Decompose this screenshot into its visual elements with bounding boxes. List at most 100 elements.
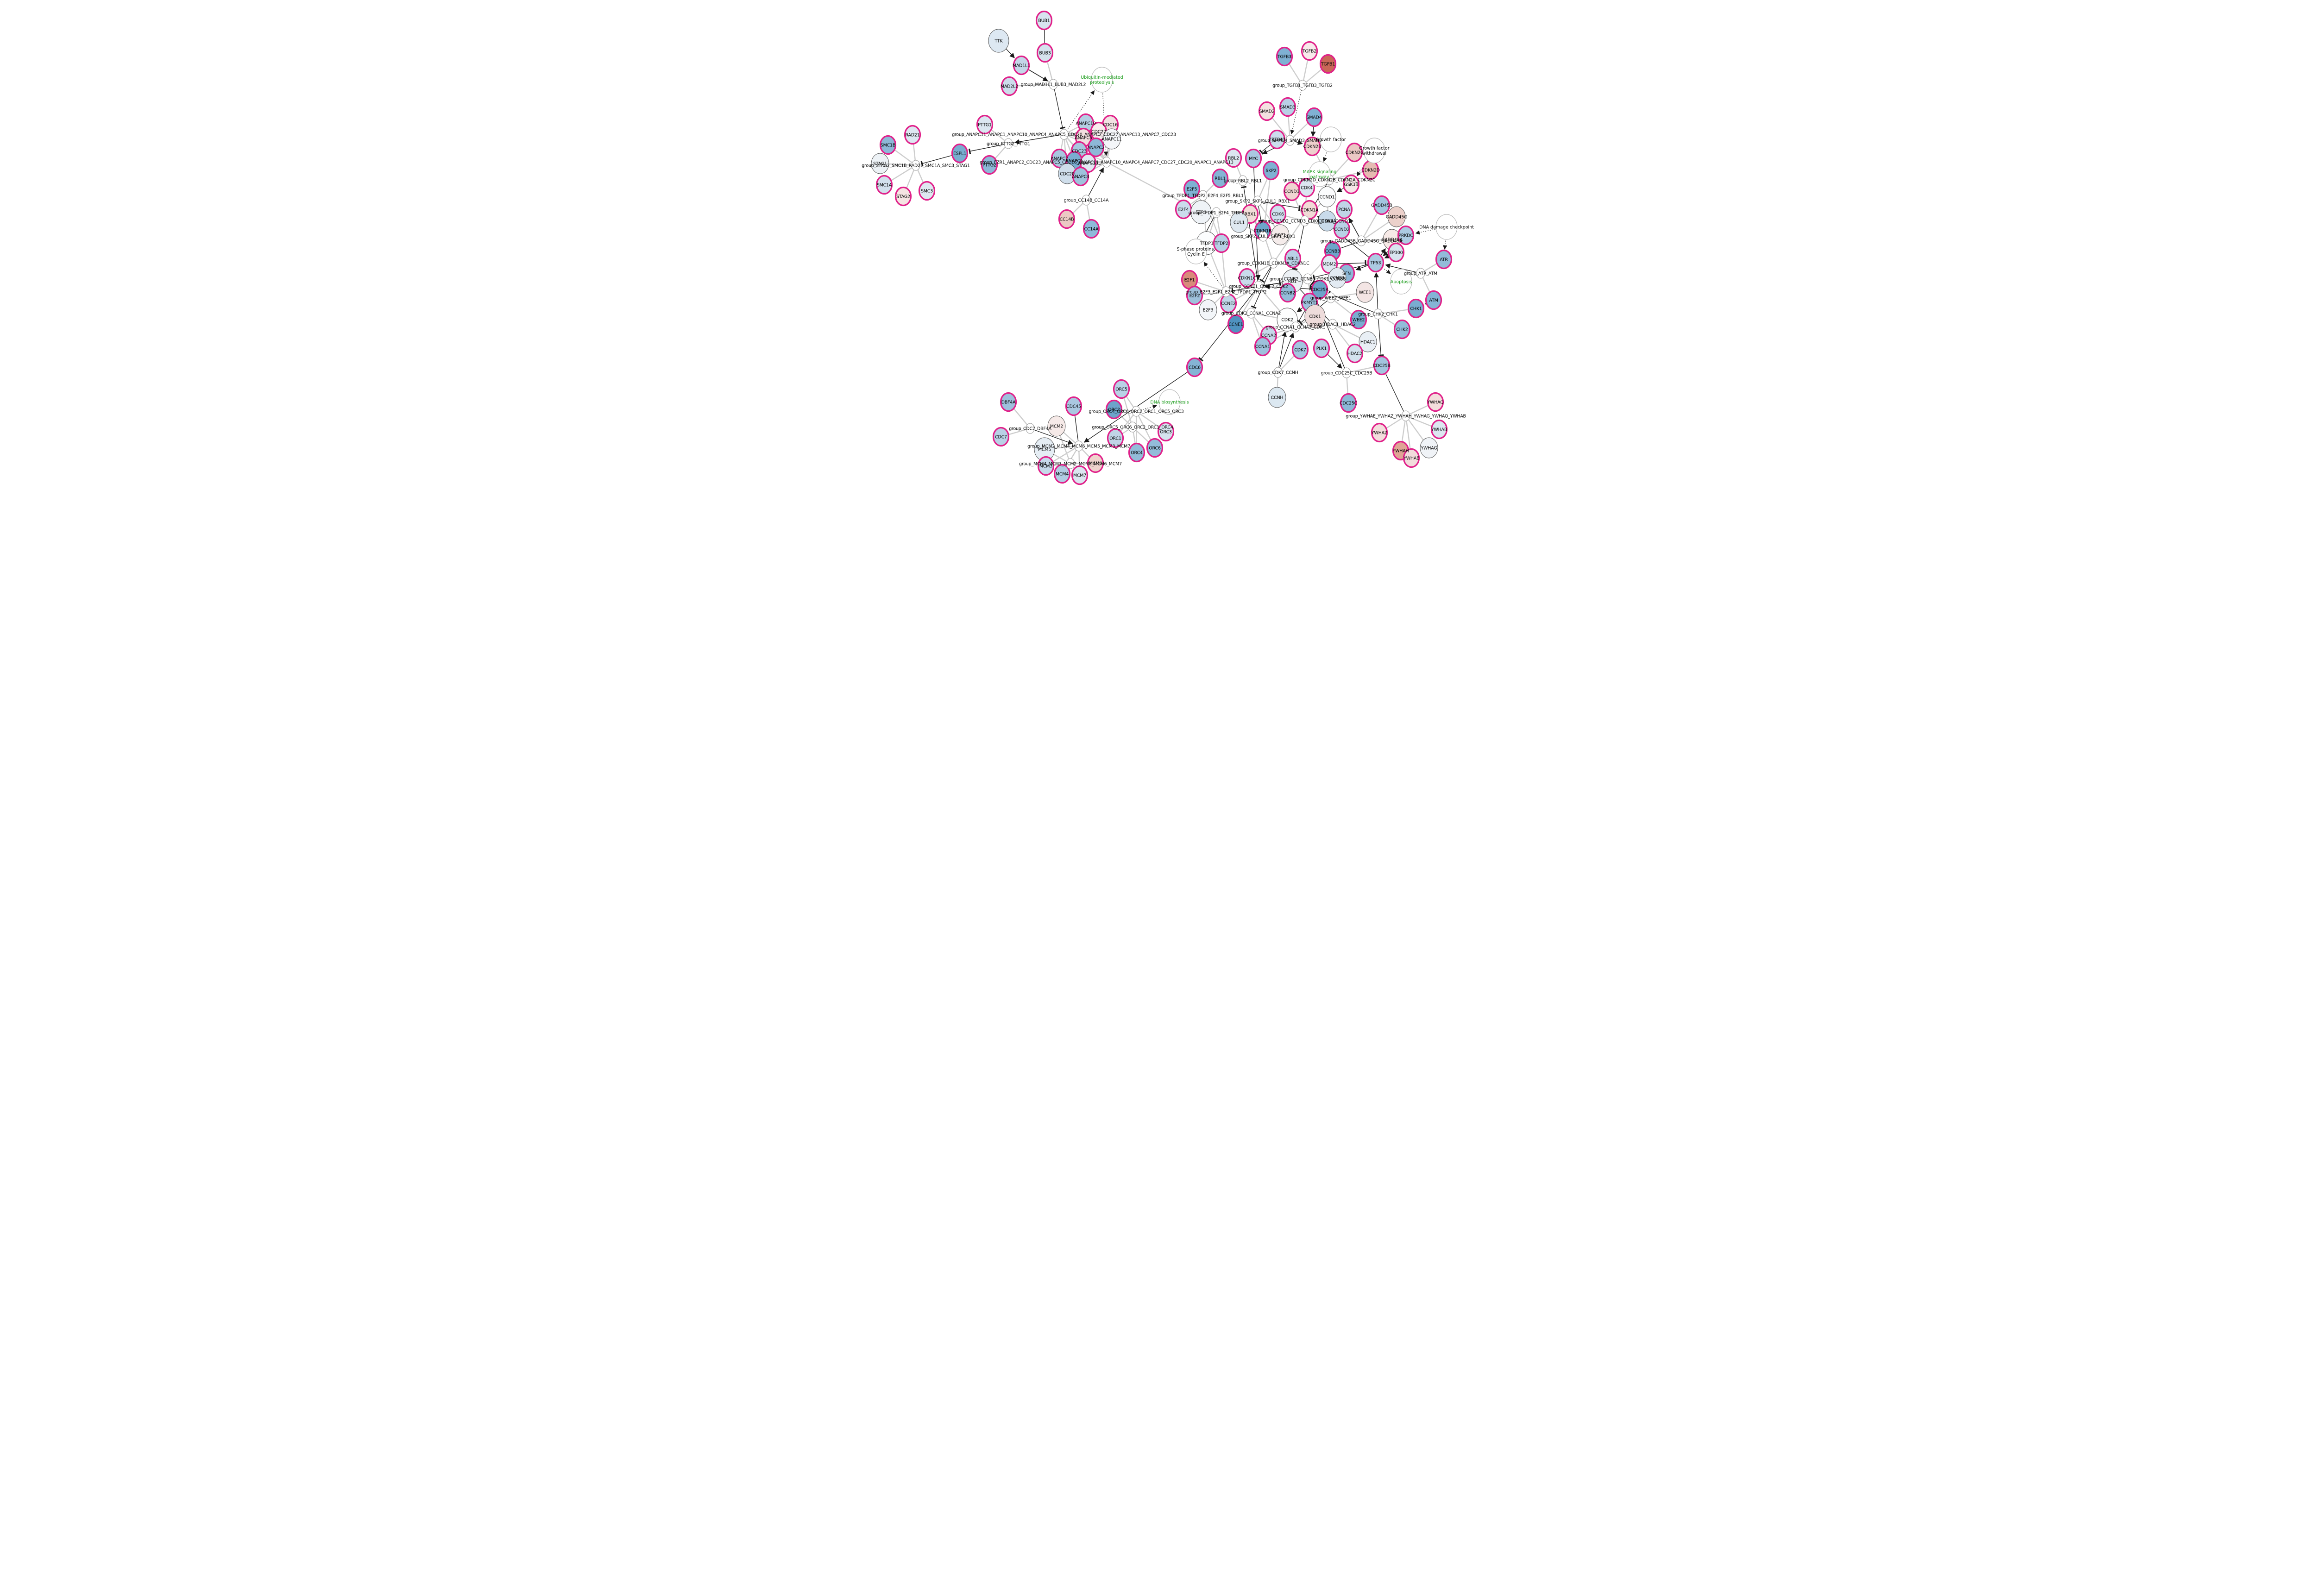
node-SMC3[interactable] <box>918 181 936 201</box>
gene-node-shape[interactable] <box>1190 200 1212 224</box>
node-FZR1[interactable] <box>1190 200 1212 224</box>
node-ESPL1[interactable] <box>951 143 969 163</box>
node-WEE1[interactable] <box>1356 282 1374 303</box>
node-ORC2[interactable] <box>1105 399 1123 420</box>
gene-node-shape[interactable] <box>1000 392 1017 412</box>
gene-node-shape[interactable] <box>1211 168 1229 189</box>
node-STAG1[interactable] <box>871 153 889 174</box>
group-node-shape[interactable] <box>1066 458 1075 469</box>
node-HDAC1[interactable] <box>1359 331 1377 352</box>
group-node-shape[interactable] <box>1238 175 1247 186</box>
gene-node-shape[interactable] <box>1036 43 1054 63</box>
gene-node-shape[interactable] <box>1318 210 1336 232</box>
node-MCM2[interactable] <box>1047 415 1066 437</box>
gene-node-shape[interactable] <box>1238 268 1256 288</box>
gene-node-shape[interactable] <box>1107 428 1124 448</box>
node-ATM[interactable] <box>1425 290 1442 310</box>
node-SKP1[interactable] <box>1271 224 1290 245</box>
group-node-shape[interactable] <box>1253 195 1262 207</box>
node-gCCNB[interactable] <box>1303 273 1312 284</box>
node-phGF[interactable] <box>1320 126 1342 152</box>
group-node-shape[interactable] <box>1246 308 1256 319</box>
phantom-node-shape[interactable] <box>1091 67 1113 93</box>
gene-node-shape[interactable] <box>1105 399 1123 420</box>
gene-node-shape[interactable] <box>1397 225 1415 245</box>
node-gE2F[interactable] <box>1221 286 1231 297</box>
node-SMC1A[interactable] <box>875 175 893 195</box>
node-ZBTB17[interactable] <box>1268 129 1286 150</box>
node-BUB3[interactable] <box>1036 43 1054 63</box>
node-CHK2[interactable] <box>1393 319 1411 339</box>
phantom-node-shape[interactable] <box>1435 214 1458 240</box>
gene-node-shape[interactable] <box>1403 448 1420 468</box>
group-node-shape[interactable] <box>1059 129 1069 140</box>
gene-node-shape[interactable] <box>1303 136 1321 157</box>
node-E2F3[interactable] <box>1199 299 1217 320</box>
gene-node-shape[interactable] <box>1262 160 1280 181</box>
gene-node-shape[interactable] <box>1298 177 1315 198</box>
node-CCND2[interactable] <box>1333 219 1351 239</box>
gene-node-shape[interactable] <box>904 125 921 145</box>
node-gFZR1[interactable] <box>1102 157 1111 168</box>
gene-node-shape[interactable] <box>1037 456 1055 476</box>
node-gPTTG[interactable] <box>1004 138 1013 149</box>
node-gTFDP[interactable] <box>1212 207 1221 218</box>
node-CDKN2C[interactable] <box>1346 142 1363 163</box>
node-SMAD2[interactable] <box>1258 101 1276 121</box>
gene-node-shape[interactable] <box>976 114 994 135</box>
node-SMAD3[interactable] <box>1279 97 1296 117</box>
node-CDC45[interactable] <box>1065 396 1082 416</box>
gene-node-shape[interactable] <box>1359 331 1377 352</box>
node-MCM3[interactable] <box>1037 456 1055 476</box>
gene-node-shape[interactable] <box>1276 46 1293 67</box>
node-phGFW[interactable] <box>1363 138 1385 163</box>
group-node-shape[interactable] <box>1132 406 1141 417</box>
node-HDAC2[interactable] <box>1346 343 1364 364</box>
gene-node-shape[interactable] <box>1311 279 1328 300</box>
gene-node-shape[interactable] <box>1301 200 1318 220</box>
gene-node-shape[interactable] <box>1350 309 1367 330</box>
phantom-node-shape[interactable] <box>1363 138 1385 163</box>
node-SKP2[interactable] <box>1262 160 1280 181</box>
network-canvas[interactable]: BUB1TTKBUB3MAD1L1MAD2L2PTTG1ESPL1PTTG2RA… <box>800 0 1516 485</box>
node-TP53[interactable] <box>1367 252 1385 273</box>
gene-node-shape[interactable] <box>1213 233 1230 253</box>
group-node-shape[interactable] <box>1357 235 1366 246</box>
node-TGFB1[interactable] <box>1319 54 1337 74</box>
node-SMAD4[interactable] <box>1305 107 1323 127</box>
node-gSMAD[interactable] <box>1285 135 1295 146</box>
node-CDC6[interactable] <box>1186 357 1203 377</box>
node-gATRATM[interactable] <box>1416 268 1425 279</box>
node-RBL2[interactable] <box>1225 148 1242 168</box>
group-node-shape[interactable] <box>1269 258 1278 269</box>
node-DBF4A[interactable] <box>1000 392 1017 412</box>
node-CUL1[interactable] <box>1230 212 1248 233</box>
group-node-shape[interactable] <box>1254 281 1263 292</box>
gene-node-shape[interactable] <box>1333 219 1351 239</box>
phantom-node-shape[interactable] <box>1309 161 1331 187</box>
node-YWHAG[interactable] <box>1420 437 1438 459</box>
gene-node-shape[interactable] <box>1356 282 1374 303</box>
group-node-shape[interactable] <box>1004 138 1013 149</box>
node-gCDKN1[interactable] <box>1269 258 1278 269</box>
gene-node-shape[interactable] <box>1301 41 1318 61</box>
gene-node-shape[interactable] <box>1318 186 1336 207</box>
gene-node-shape[interactable] <box>1427 392 1444 412</box>
gene-node-shape[interactable] <box>1313 338 1330 358</box>
node-phMAPK[interactable] <box>1309 161 1331 187</box>
gene-node-shape[interactable] <box>871 153 889 174</box>
group-node-shape[interactable] <box>1416 268 1425 279</box>
node-CDK1[interactable] <box>1304 304 1326 328</box>
group-node-shape[interactable] <box>1259 231 1268 242</box>
node-MYC[interactable] <box>1245 148 1262 169</box>
node-gORC56[interactable] <box>1128 421 1137 433</box>
node-MAD1L1[interactable] <box>1013 55 1030 75</box>
group-node-shape[interactable] <box>1049 79 1058 90</box>
node-BUB1[interactable] <box>1035 10 1053 31</box>
gene-node-shape[interactable] <box>1279 283 1296 303</box>
gene-node-shape[interactable] <box>951 143 969 163</box>
gene-node-shape[interactable] <box>1335 199 1353 220</box>
node-TFDP2[interactable] <box>1213 233 1230 253</box>
group-node-shape[interactable] <box>1373 308 1383 320</box>
group-node-shape[interactable] <box>1128 421 1137 433</box>
